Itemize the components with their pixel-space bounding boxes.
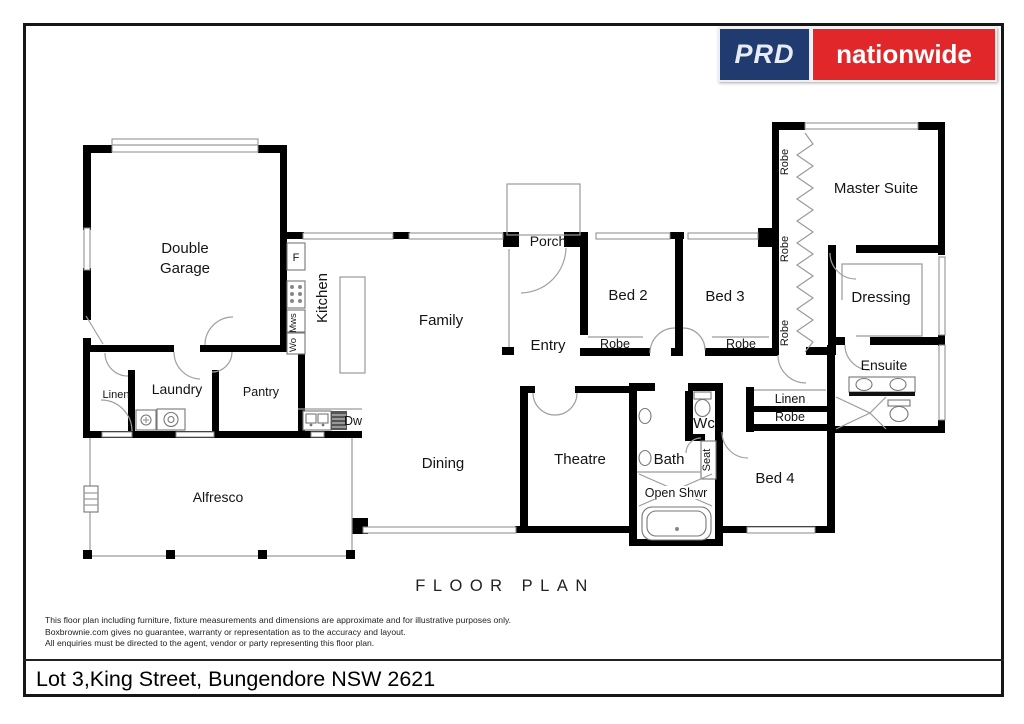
room-label-ensuite: Ensuite — [861, 357, 908, 373]
room-label-theatre: Theatre — [554, 451, 606, 468]
room-label-porch: Porch — [530, 233, 567, 249]
room-label-double-garage-2: Garage — [160, 260, 210, 277]
room-label-dining: Dining — [422, 455, 465, 472]
oven-box — [286, 332, 306, 355]
front-door-arc — [520, 247, 567, 294]
dressing-closet — [841, 263, 923, 337]
nationwide-logo-text: nationwide — [811, 27, 997, 82]
porch-outline — [506, 183, 581, 236]
page-border-frame — [23, 23, 1004, 697]
room-label-bed2: Bed 2 — [608, 287, 647, 304]
label-fridge: F — [293, 252, 300, 264]
room-label-entry: Entry — [530, 337, 566, 354]
property-address: Lot 3,King Street, Bungendore NSW 2621 — [36, 667, 436, 691]
room-label-family: Family — [419, 312, 464, 329]
walls — [83, 122, 945, 546]
room-label-open-shwr: Open Shwr — [645, 486, 708, 500]
room-label-double-garage-1: Double — [161, 240, 209, 257]
fridge-box — [286, 242, 306, 271]
label-robe-bed2: Robe — [600, 337, 630, 351]
alfresco-posts — [83, 550, 355, 559]
room-labels: Double Garage Kitchen Family Porch Entry… — [103, 149, 919, 505]
label-robe-bed3: Robe — [726, 337, 756, 351]
room-label-pantry: Pantry — [243, 385, 280, 399]
disclaimer-line-2: Boxbrownie.com gives no guarantee, warra… — [45, 626, 406, 637]
prd-nationwide-logo: PRD nationwide — [718, 27, 997, 82]
prd-logo-mark: PRD — [718, 27, 811, 82]
disclaimer-line-1: This floor plan including furniture, fix… — [45, 615, 512, 625]
kitchen-island — [339, 276, 366, 374]
disclaimer-line-3: All enquiries must be directed to the ag… — [45, 638, 375, 649]
room-label-laundry: Laundry — [152, 381, 203, 397]
bath-seat — [700, 440, 717, 480]
microwave-box — [286, 309, 306, 333]
room-label-bed3: Bed 3 — [705, 288, 744, 305]
floor-plan-title: FLOOR PLAN — [415, 577, 595, 595]
label-dishwasher: Dw — [344, 414, 363, 428]
room-label-master-suite: Master Suite — [834, 180, 918, 197]
room-label-alfresco: Alfresco — [193, 489, 244, 505]
windows — [83, 122, 946, 534]
address-divider-line — [23, 659, 1004, 661]
label-seat: Seat — [701, 449, 713, 472]
label-robe-right: Robe — [775, 410, 805, 424]
basin-icon — [638, 449, 652, 467]
room-label-linen-left: Linen — [103, 389, 130, 401]
dishwasher-icon — [331, 411, 347, 430]
room-label-wc: Wc — [693, 415, 715, 432]
room-label-dressing: Dressing — [851, 289, 910, 306]
room-label-kitchen: Kitchen — [314, 273, 331, 323]
disclaimer-text: This floor plan including furniture, fix… — [45, 615, 511, 650]
ensuite-shower — [835, 396, 887, 430]
label-microwave: Mws — [288, 313, 299, 333]
room-label-bath: Bath — [654, 451, 685, 468]
label-robe-v1: Robe — [779, 149, 791, 175]
label-linen-right: Linen — [775, 392, 806, 406]
outlines — [83, 132, 923, 559]
door-arcs — [85, 247, 871, 459]
robe-hanging-zigzag — [795, 132, 815, 353]
fixtures — [83, 242, 916, 541]
room-label-bed4: Bed 4 — [755, 470, 794, 487]
basin-icon — [638, 407, 652, 425]
label-robe-v2: Robe — [779, 236, 791, 262]
label-robe-v3: Robe — [779, 320, 791, 346]
label-wall-oven: Wo — [288, 338, 299, 352]
